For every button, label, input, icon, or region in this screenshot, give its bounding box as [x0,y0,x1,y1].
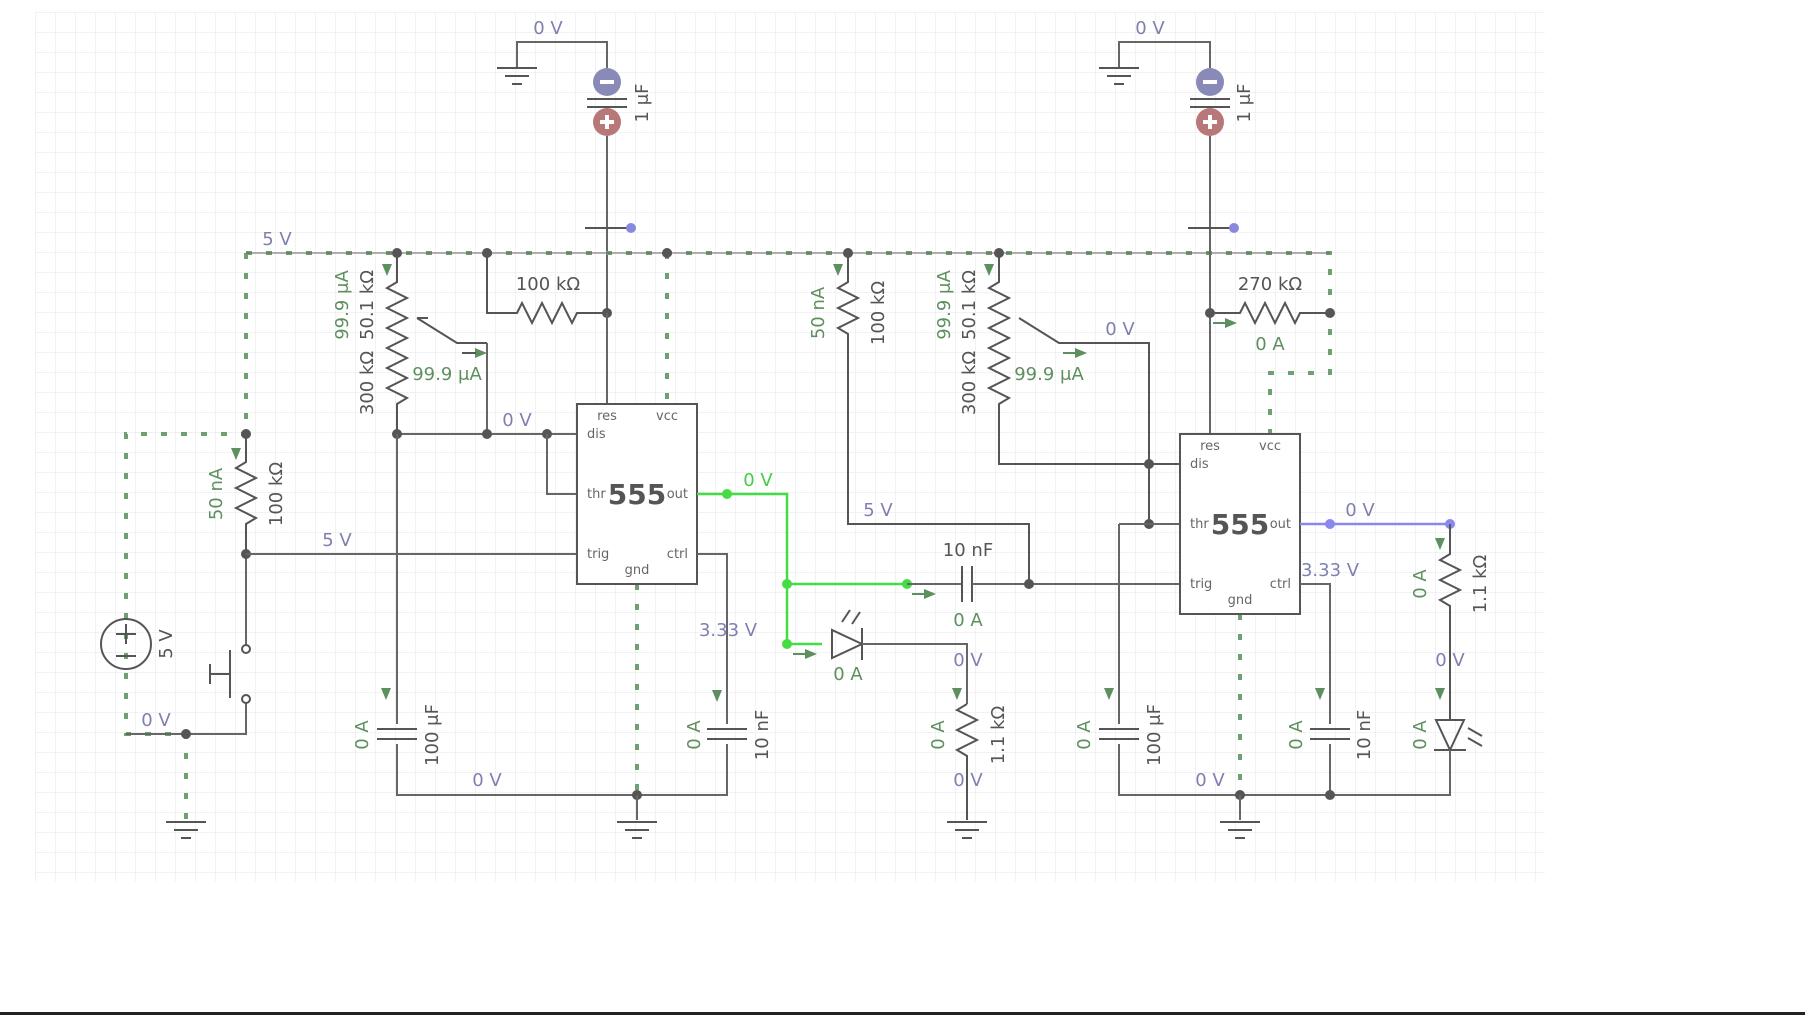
capacitance-label: 10 nF [752,710,773,760]
resistance-label: 1.1 kΩ [1470,554,1491,613]
current-label: 0 A [953,610,983,631]
capacitor-100uf-right[interactable] [1099,688,1139,740]
ground-symbol [126,700,247,839]
current-label: 99.9 μA [934,270,955,340]
resistance-label: 270 kΩ [1238,274,1303,295]
voltage-label: 5 V [262,229,292,250]
resistance-label: 300 kΩ [959,351,980,416]
current-label: 0 A [1286,720,1307,750]
voltage-label: 5 V [322,530,352,551]
potentiometer-left[interactable] [382,248,487,434]
current-label: 99.9 μA [332,270,353,340]
current-label: 0 A [833,664,863,685]
capacitor-top-right[interactable] [1099,41,1239,434]
capacitor-10nf-coupling[interactable] [907,566,1180,602]
resistance-label: 1.1 kΩ [988,705,1009,764]
voltage-label: 0 V [472,770,502,791]
led-right[interactable] [1118,719,1483,796]
push-switch[interactable] [209,554,251,704]
chip-name: 555 [1211,508,1269,541]
capacitor-top-left[interactable] [497,41,636,313]
voltage-label: 3.33 V [699,620,758,641]
current-label: 99.9 μA [1014,364,1084,385]
resistor-100k-middle[interactable] [833,248,1030,584]
current-label: 0 A [684,720,705,750]
resistance-label: 100 kΩ [868,281,889,346]
pin-label: thr [1190,517,1209,532]
capacitor-100uf-left[interactable] [377,688,417,740]
voltage-label: 0 V [141,710,171,731]
resistance-label: 100 kΩ [516,274,581,295]
pin-label: thr [587,487,606,502]
current-label: 0 A [1074,720,1095,750]
resistance-label: 100 kΩ [266,462,287,527]
bottom-divider [0,1012,1805,1015]
current-label: 0 A [1410,720,1431,750]
resistor-1k1-left[interactable] [947,688,987,839]
pin-label: out [667,487,688,502]
capacitance-label: 100 μF [1144,704,1165,766]
current-label: 99.9 μA [412,364,482,385]
pin-label: dis [587,427,606,442]
battery-5v[interactable] [100,618,152,670]
pin-label: gnd [625,563,650,578]
voltage-label: 3.33 V [1301,560,1360,581]
pin-label: res [597,409,617,424]
current-label: 50 nA [206,467,227,520]
voltage-label: 0 V [533,18,563,39]
led-left[interactable] [793,609,968,704]
ground-symbol [617,790,657,839]
pin-label: gnd [1228,593,1253,608]
current-label: 0 A [928,720,949,750]
chip-name: 555 [608,478,666,511]
resistance-label: 50.1 kΩ [959,270,980,340]
voltage-label: 0 V [502,410,532,431]
resistance-label: 300 kΩ [357,351,378,416]
capacitor-10nf-left[interactable] [707,690,747,740]
voltage-label: 0 V [1345,500,1375,521]
resistance-label: 50.1 kΩ [357,270,378,340]
current-label: 0 A [1255,334,1285,355]
pin-label: vcc [1259,439,1281,454]
ground-symbol [1220,790,1260,839]
pin-label: ctrl [1270,577,1291,592]
capacitance-label: 1 μF [632,84,653,123]
current-label: 0 A [352,720,373,750]
voltage-label: 0 V [743,470,773,491]
pin-label: ctrl [667,547,688,562]
capacitance-label: 10 nF [943,540,993,561]
resistor-100k-top[interactable] [482,248,612,326]
resistor-100k-left[interactable] [231,429,259,559]
battery-voltage-label: 5 V [156,629,177,659]
pin-label: trig [587,547,609,562]
capacitance-label: 1 μF [1234,84,1255,123]
voltage-label: 0 V [1105,319,1135,340]
capacitance-label: 100 μF [422,704,443,766]
current-label: 0 A [1410,569,1431,599]
capacitance-label: 10 nF [1354,710,1375,760]
resistor-1k1-right[interactable] [1435,524,1463,720]
pin-label: vcc [656,409,678,424]
potentiometer-right[interactable] [984,248,1180,529]
voltage-label: 0 V [1135,18,1165,39]
voltage-label: 0 V [1195,770,1225,791]
pin-label: res [1200,439,1220,454]
voltage-label: 5 V [863,500,893,521]
current-label: 50 nA [808,286,829,339]
pin-label: dis [1190,457,1209,472]
capacitor-10nf-right[interactable] [1310,688,1350,800]
grid-background [35,12,1545,882]
voltage-label: 0 V [953,650,983,671]
voltage-label: 0 V [1435,650,1465,671]
pin-label: out [1270,517,1291,532]
voltage-label: 0 V [953,770,983,791]
resistor-270k[interactable] [1205,300,1335,328]
pin-label: trig [1190,577,1212,592]
